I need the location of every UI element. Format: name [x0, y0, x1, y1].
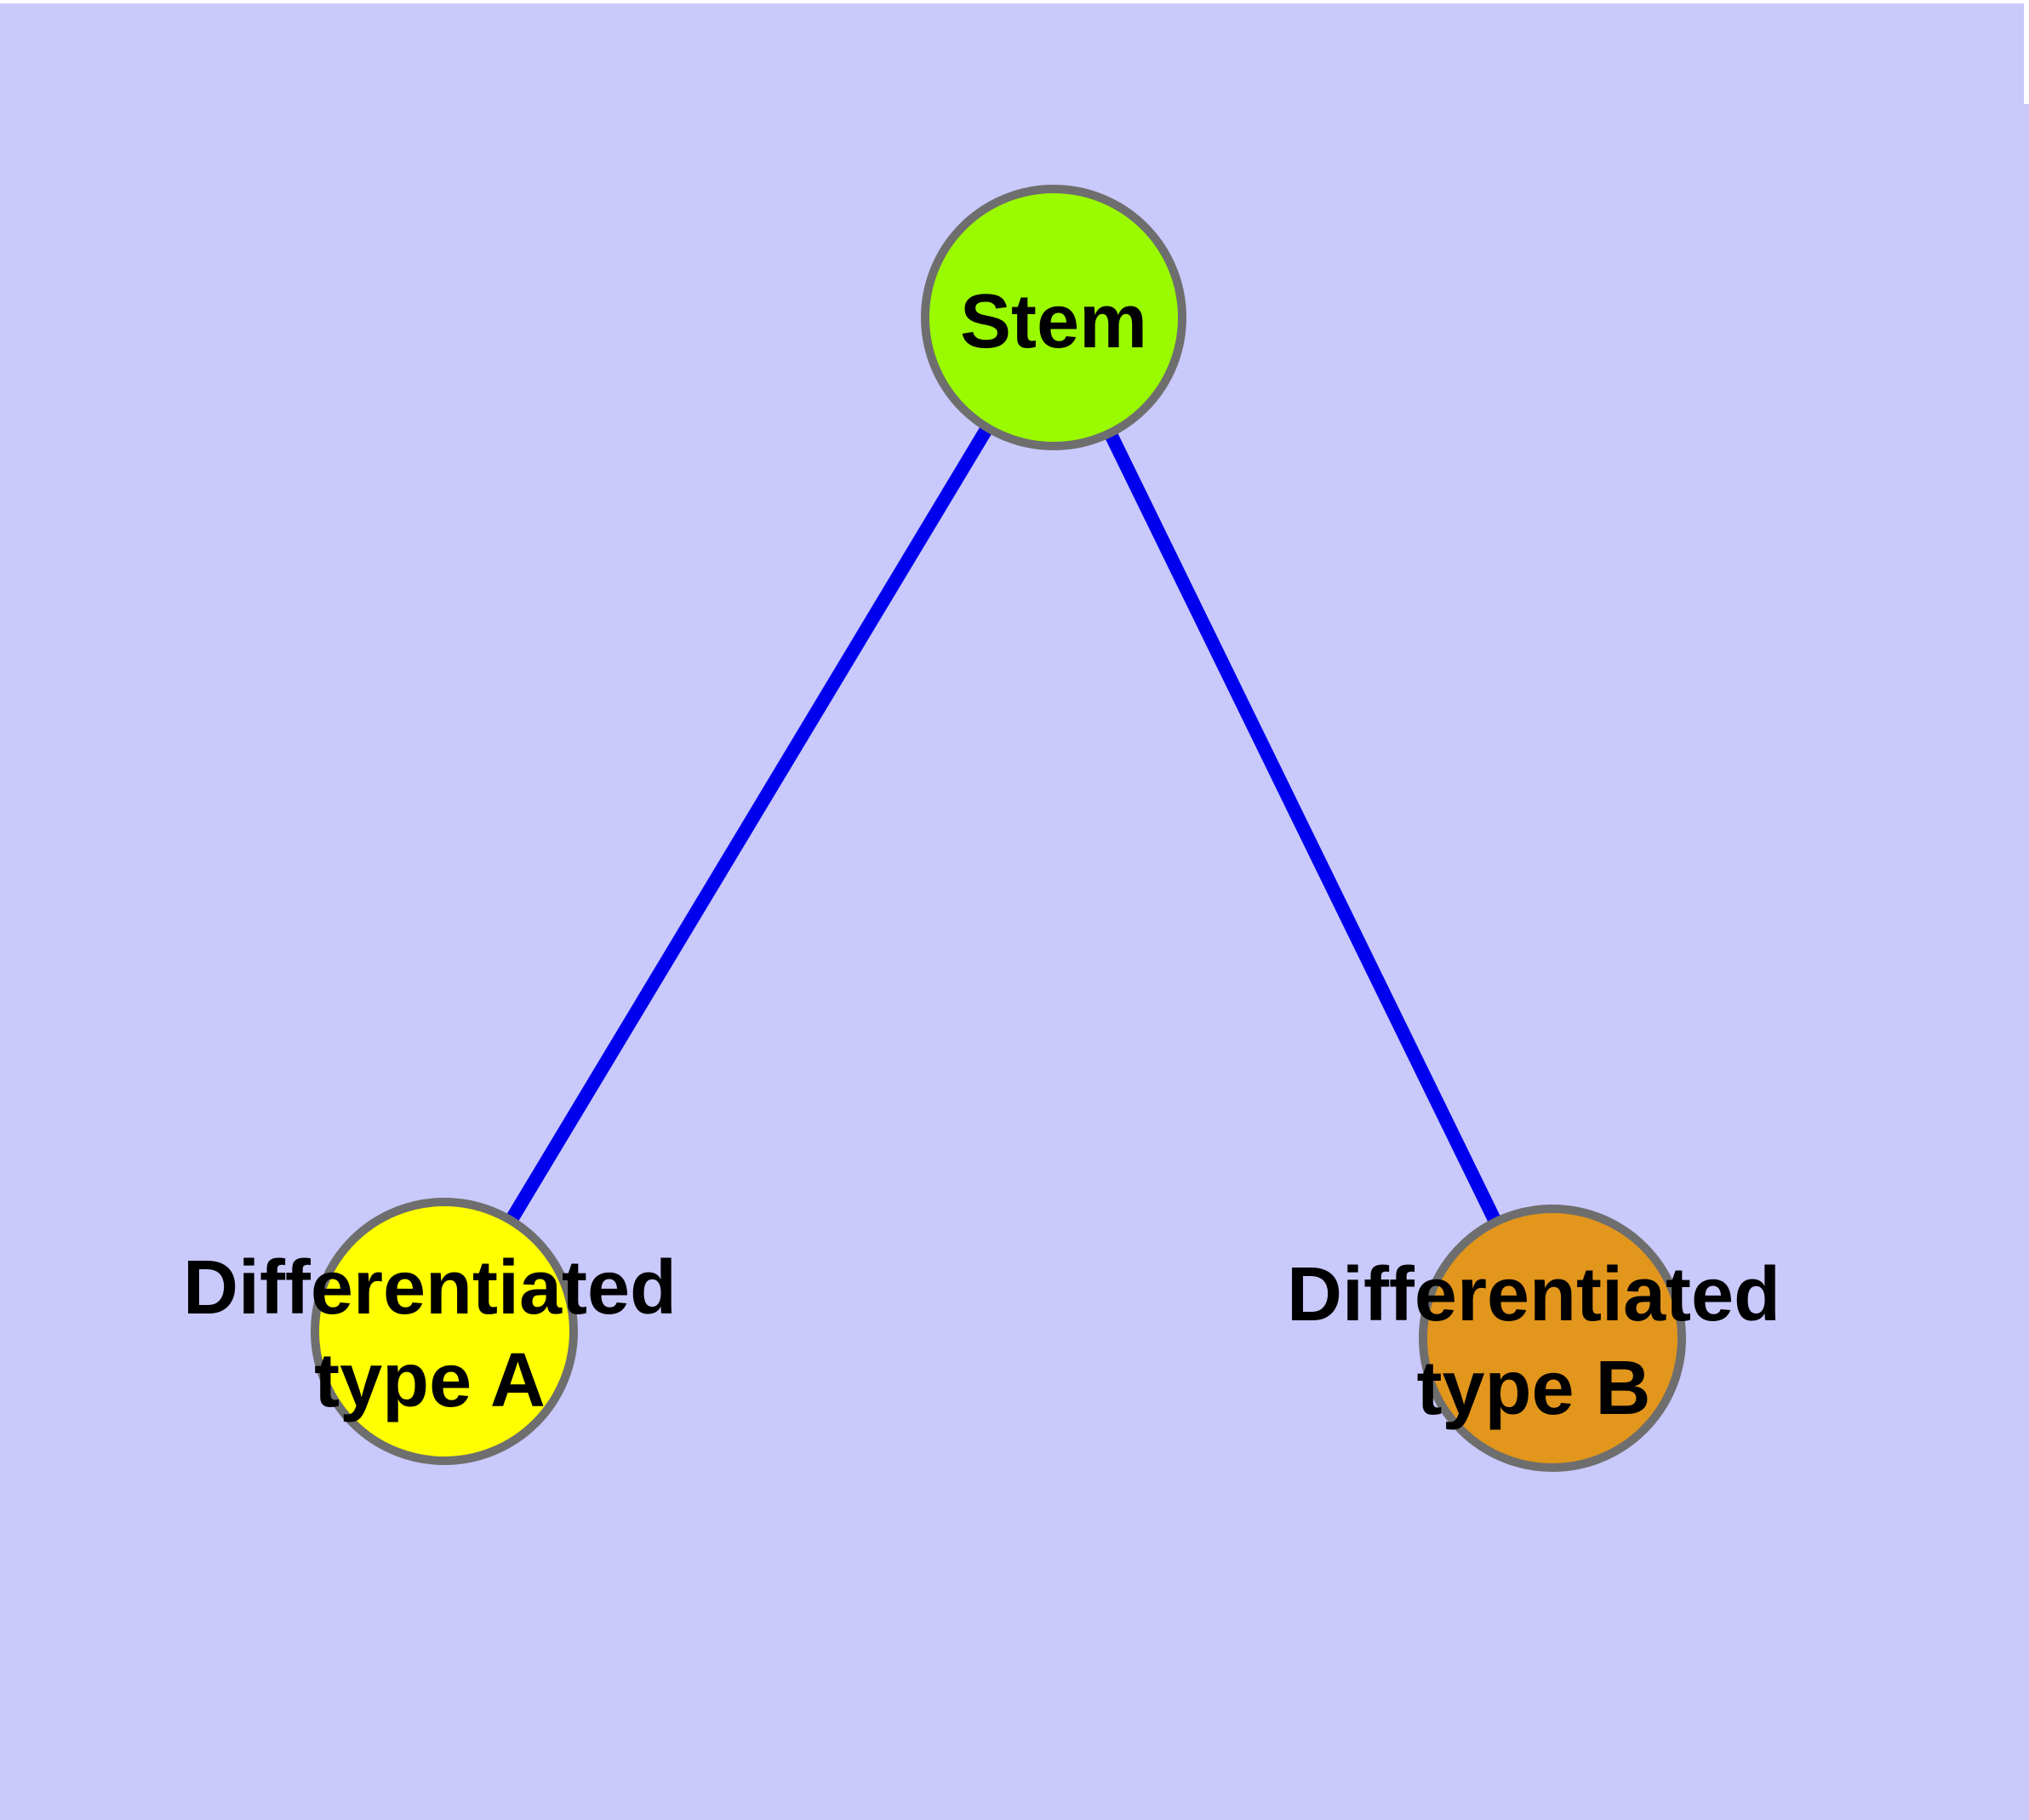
edge-layer	[438, 313, 1559, 1342]
window-top-edge	[0, 0, 2029, 3]
node-stem	[921, 185, 1186, 450]
node-differentiated-type-b	[1419, 1205, 1686, 1472]
label-layer: Stem Differentiated type A Differentiate…	[183, 279, 1780, 1431]
edge-stem-to-type-a	[438, 313, 1060, 1336]
node-differentiated-type-a	[311, 1198, 578, 1465]
node-type-b-label-line2: type B	[1416, 1346, 1650, 1431]
node-type-a-label-line1: Differentiated	[183, 1245, 677, 1331]
node-type-b-label-line1: Differentiated	[1287, 1252, 1780, 1337]
node-type-a-label-line2: type A	[314, 1338, 546, 1423]
node-stem-label: Stem	[960, 279, 1147, 364]
window-right-edge	[2024, 0, 2029, 104]
edge-stem-to-type-b	[1047, 314, 1559, 1342]
node-layer	[311, 185, 1686, 1472]
